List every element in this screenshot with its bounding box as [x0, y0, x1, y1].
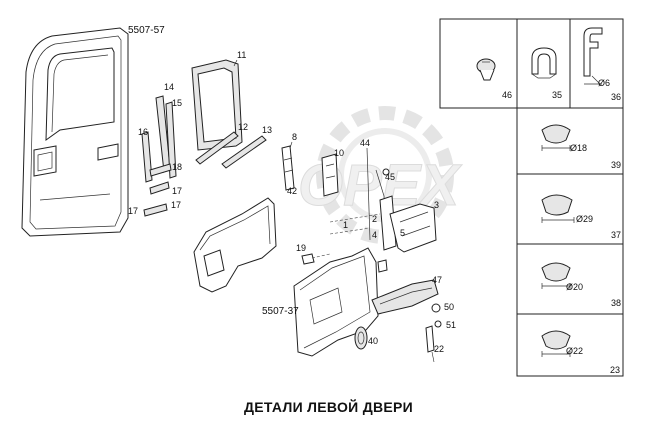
box-label-35: 35 — [552, 90, 562, 100]
plug-23-icon — [541, 330, 571, 357]
diagram-title: ДЕТАЛИ ЛЕВОЙ ДВЕРИ — [244, 398, 413, 415]
dim-d20: Ø20 — [566, 282, 583, 292]
panel-ref-label: 5507-37 — [262, 306, 299, 317]
lock-bracket-10 — [321, 153, 339, 197]
callout-14: 14 — [164, 82, 174, 92]
callout-12: 12 — [238, 122, 248, 132]
callout-40: 40 — [368, 336, 378, 346]
inner-door-panel — [193, 197, 277, 293]
box-label-46: 46 — [502, 90, 512, 100]
box-label-39: 39 — [611, 160, 621, 170]
trim-strips — [143, 163, 172, 217]
callout-16: 16 — [138, 127, 148, 137]
callout-50: 50 — [444, 302, 454, 312]
callout-51: 51 — [446, 320, 456, 330]
callout-17-b: 17 — [171, 200, 181, 210]
callout-8: 8 — [292, 132, 297, 142]
callout-5: 5 — [400, 228, 405, 238]
callout-13: 13 — [262, 125, 272, 135]
callout-10: 10 — [334, 148, 344, 158]
hook-clip-35-icon — [531, 47, 557, 79]
handle-22 — [425, 325, 435, 353]
callout-11: 11 — [237, 50, 246, 60]
callout-15: 15 — [172, 98, 182, 108]
glass-run-channels — [141, 95, 177, 183]
callout-42: 42 — [287, 186, 297, 196]
callout-1: 1 — [343, 220, 348, 230]
bracket-36-icon — [583, 27, 603, 85]
plug-37-icon — [541, 194, 575, 223]
box-grid — [439, 18, 624, 377]
window-seal-11 — [191, 59, 243, 151]
plug-39-icon — [541, 124, 571, 151]
box-label-37: 37 — [611, 230, 621, 240]
clip-46-icon — [476, 58, 496, 81]
belt-strips — [195, 131, 267, 169]
dim-d29: Ø29 — [576, 214, 593, 224]
callout-19: 19 — [296, 243, 306, 253]
callout-44: 44 — [360, 138, 370, 148]
lock-mechanism — [329, 195, 437, 273]
speaker-40 — [354, 326, 368, 350]
callout-3: 3 — [434, 200, 439, 210]
box-label-23: 23 — [610, 365, 620, 375]
dim-d6: Ø6 — [598, 78, 610, 88]
callout-45: 45 — [385, 172, 395, 182]
dim-d22: Ø22 — [566, 346, 583, 356]
box-label-38: 38 — [611, 298, 621, 308]
plug-38-icon — [541, 262, 571, 289]
callout-47: 47 — [432, 275, 442, 285]
washer-51 — [434, 320, 442, 328]
dim-d18: Ø18 — [570, 143, 587, 153]
callout-17-a: 17 — [172, 186, 182, 196]
callout-4: 4 — [372, 230, 377, 240]
callout-2: 2 — [372, 214, 377, 224]
callout-18: 18 — [172, 162, 182, 172]
screw-50 — [431, 303, 441, 313]
door-frame — [21, 27, 129, 237]
callout-22: 22 — [434, 344, 444, 354]
armrest-47 — [371, 279, 439, 315]
clip-19 — [301, 253, 331, 265]
window-regulator-8 — [281, 145, 295, 191]
door-ref-label: 5507-57 — [128, 25, 165, 36]
box-label-36: 36 — [611, 92, 621, 102]
callout-17-c: 17 — [128, 206, 138, 216]
